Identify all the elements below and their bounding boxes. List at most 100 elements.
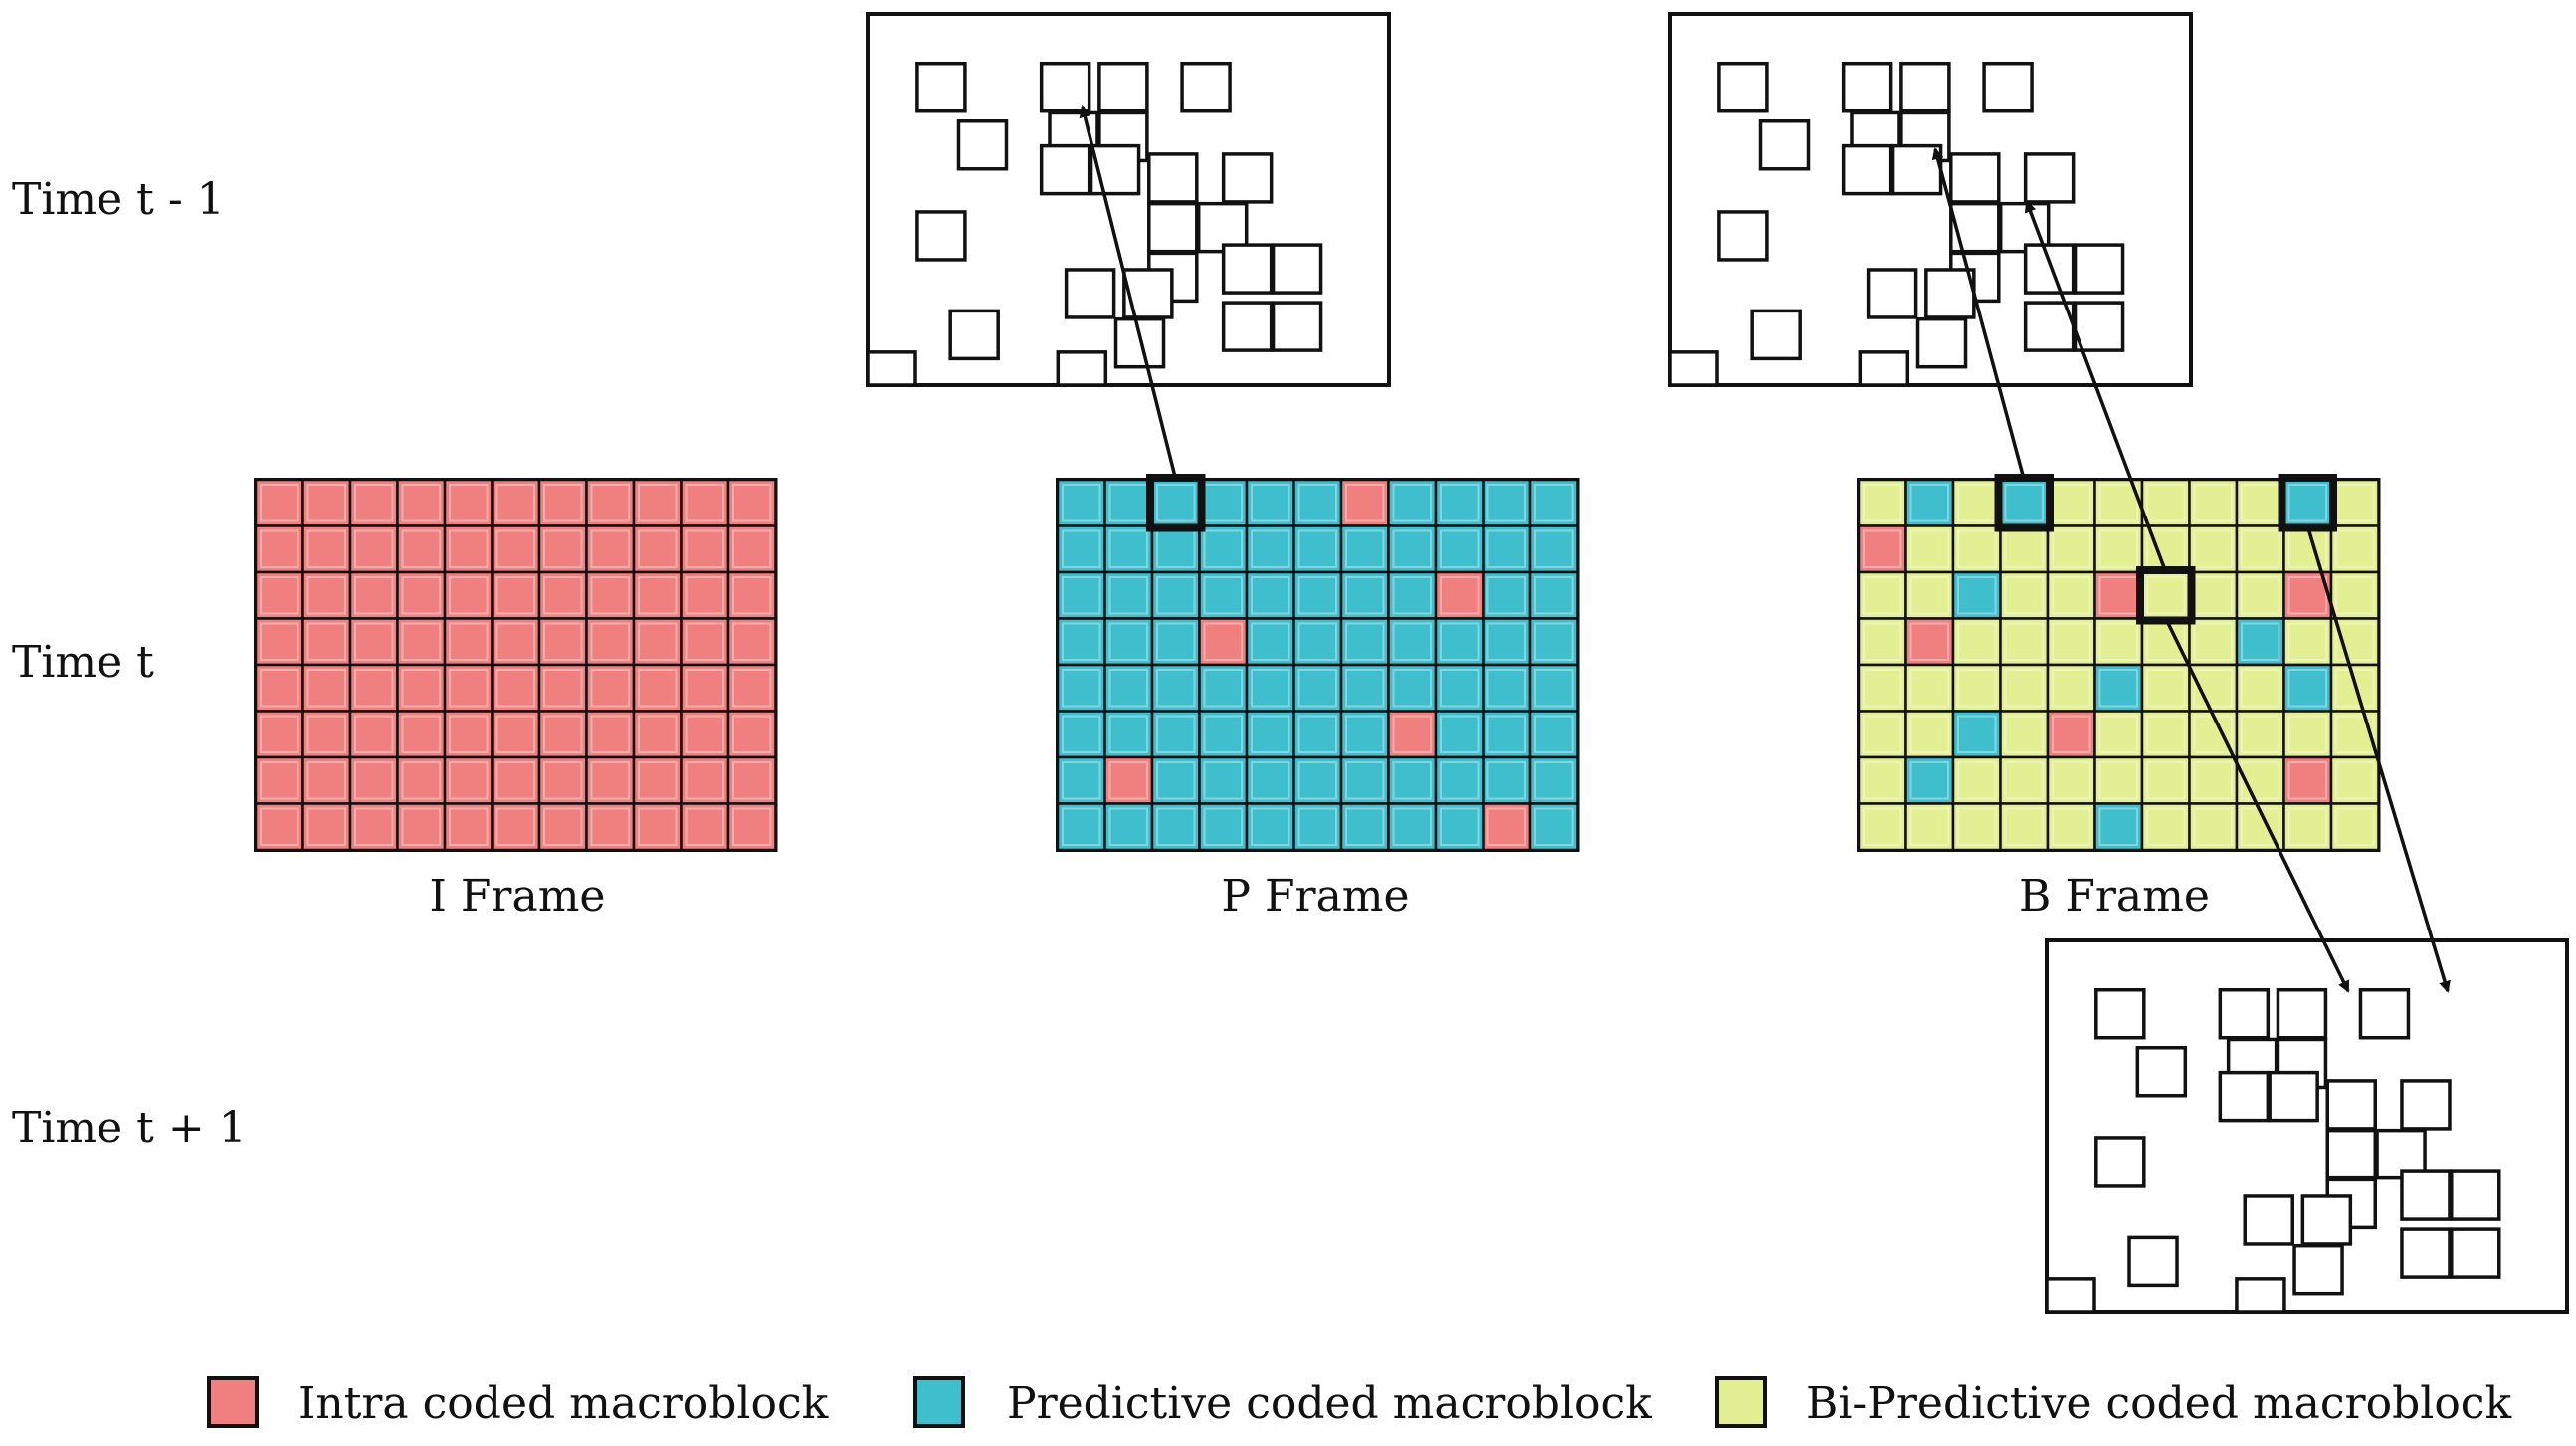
macroblock <box>1056 617 1106 667</box>
macroblock <box>632 617 683 667</box>
macroblock <box>1198 802 1249 852</box>
macroblock-bevel <box>638 715 678 753</box>
macroblock <box>2046 802 2096 852</box>
macroblock <box>254 710 304 759</box>
macroblock <box>1904 478 1955 527</box>
macroblock-bevel <box>1486 622 1526 661</box>
reference-macroblock <box>1750 309 1802 361</box>
macroblock-bevel <box>2052 576 2091 615</box>
macroblock <box>2093 570 2144 620</box>
reference-macroblock <box>1221 243 1274 295</box>
macroblock-bevel <box>1062 576 1101 615</box>
macroblock-bevel <box>1156 576 1196 615</box>
macroblock <box>1434 802 1485 852</box>
macroblock-bevel <box>495 529 535 568</box>
macroblock-bevel <box>1345 529 1385 568</box>
macroblock-bevel <box>1909 529 1949 568</box>
macroblock-bevel <box>638 622 678 661</box>
reference-macroblock <box>2023 152 2076 204</box>
macroblock-bevel <box>354 576 394 615</box>
macroblock <box>537 663 588 713</box>
macroblock <box>1857 710 1907 759</box>
macroblock <box>1904 755 1955 805</box>
macroblock <box>443 570 494 620</box>
macroblock-bevel <box>1392 761 1432 800</box>
macroblock <box>396 524 447 574</box>
macroblock <box>2046 617 2096 667</box>
macroblock <box>1904 570 1955 620</box>
macroblock-bevel <box>2241 715 2280 753</box>
macroblock <box>443 802 494 852</box>
macroblock <box>348 802 399 852</box>
reference-macroblock <box>2023 301 2076 352</box>
macroblock <box>1482 663 1532 713</box>
macroblock-bevel <box>2052 761 2091 800</box>
macroblock <box>632 710 683 759</box>
macroblock-bevel <box>354 622 394 661</box>
reference-macroblock <box>1915 316 1968 369</box>
reference-macroblock <box>915 61 967 113</box>
macroblock <box>680 524 730 574</box>
macroblock-bevel <box>732 484 772 522</box>
macroblock-bevel <box>1062 715 1101 753</box>
macroblock <box>2329 524 2380 574</box>
macroblock-bevel <box>543 622 583 661</box>
macroblock-bevel <box>1486 669 1526 708</box>
macroblock <box>1198 570 1249 620</box>
macroblock-bevel <box>1534 715 1574 753</box>
macroblock-bevel <box>1863 484 1902 522</box>
macroblock <box>1904 663 1955 713</box>
macroblock <box>1857 617 1907 667</box>
macroblock-bevel <box>1957 529 1997 568</box>
macroblock <box>2282 663 2333 713</box>
macroblock <box>537 524 588 574</box>
macroblock-bevel <box>1863 715 1902 753</box>
macroblock-bevel <box>354 715 394 753</box>
macroblock-bevel <box>2146 807 2186 846</box>
macroblock-bevel <box>590 484 630 522</box>
macroblock-bevel <box>1957 576 1997 615</box>
macroblock-bevel <box>1440 576 1480 615</box>
macroblock-bevel <box>1486 576 1526 615</box>
macroblock-bevel <box>1203 669 1243 708</box>
macroblock-bevel <box>2335 529 2375 568</box>
macroblock <box>1904 802 1955 852</box>
macroblock <box>2329 570 2380 620</box>
reference-macroblock <box>2450 1227 2501 1279</box>
macroblock-bevel <box>2098 622 2138 661</box>
macroblock <box>491 710 541 759</box>
macroblock <box>726 802 777 852</box>
macroblock <box>1292 478 1343 527</box>
reference-macroblock <box>2094 1136 2146 1188</box>
macroblock <box>1951 663 2002 713</box>
macroblock <box>254 524 304 574</box>
macroblock <box>1951 524 2002 574</box>
macroblock-bevel <box>2146 761 2186 800</box>
macroblock <box>2046 663 2096 713</box>
macroblock <box>1434 755 1485 805</box>
macroblock <box>2282 755 2333 805</box>
macroblock <box>1056 478 1106 527</box>
macroblock-bevel <box>260 576 299 615</box>
reference-macroblock <box>1147 152 1199 204</box>
reference-frame-t-minus-1-b <box>1668 12 2193 387</box>
macroblock <box>1056 524 1106 574</box>
macroblock-bevel <box>2193 761 2233 800</box>
macroblock-bevel <box>732 669 772 708</box>
macroblock <box>491 802 541 852</box>
macroblock-bevel <box>1203 807 1243 846</box>
macroblock-bevel <box>306 484 346 522</box>
macroblock-bevel <box>354 669 394 708</box>
macroblock-bevel <box>260 529 299 568</box>
macroblock <box>396 570 447 620</box>
macroblock <box>1999 570 2050 620</box>
reference-macroblock <box>2400 1169 2452 1221</box>
macroblock-bevel <box>1863 622 1902 661</box>
macroblock-bevel <box>1957 807 1997 846</box>
macroblock-bevel <box>2004 622 2044 661</box>
macroblock-bevel <box>1392 529 1432 568</box>
legend-label-intra: Intra coded macroblock <box>298 1378 829 1429</box>
macroblock <box>1150 617 1201 667</box>
macroblock-bevel <box>1909 484 1949 522</box>
macroblock-bevel <box>2241 669 2280 708</box>
